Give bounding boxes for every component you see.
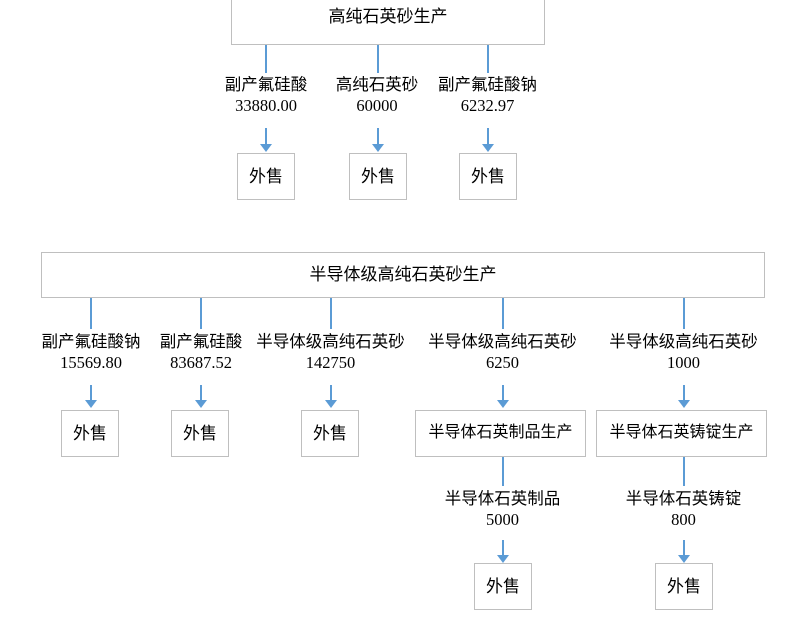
flow-name: 副产氟硅酸 bbox=[224, 75, 308, 94]
arrowhead-sub2 bbox=[678, 555, 690, 563]
arrowhead-s2-5 bbox=[678, 400, 690, 408]
flow-value: 6250 bbox=[486, 353, 519, 373]
flow-label-sub2-out: 半导体石英铸锭 800 bbox=[601, 488, 766, 530]
connector-s2-arrow5 bbox=[683, 385, 685, 401]
connector-s1-out2 bbox=[377, 45, 379, 73]
flow-value: 33880.00 bbox=[235, 96, 297, 116]
arrowhead-s1-1 bbox=[260, 144, 272, 152]
connector-s1-out3 bbox=[487, 45, 489, 73]
arrowhead-s2-2 bbox=[195, 400, 207, 408]
flow-label-s2-out1: 副产氟硅酸钠 15569.80 bbox=[20, 331, 162, 373]
connector-s1-out1 bbox=[265, 45, 267, 73]
endpoint-box-sell-s2-3[interactable]: 外售 bbox=[301, 410, 359, 457]
connector-s2-arrow1 bbox=[90, 385, 92, 401]
flow-label-s2-out3: 半导体级高纯石英砂 142750 bbox=[248, 331, 413, 373]
endpoint-box-sell-sub2[interactable]: 外售 bbox=[655, 563, 713, 610]
arrowhead-s1-3 bbox=[482, 144, 494, 152]
flow-value: 5000 bbox=[486, 510, 519, 530]
connector-sub1-arrow bbox=[502, 540, 504, 556]
flow-label-sub1-out: 半导体石英制品 5000 bbox=[420, 488, 585, 530]
flow-name: 高纯石英砂 bbox=[335, 75, 419, 94]
connector-sub2-arrow bbox=[683, 540, 685, 556]
arrowhead-sub1 bbox=[497, 555, 509, 563]
flow-name: 半导体级高纯石英砂 bbox=[256, 332, 405, 351]
endpoint-box-sell-s2-1[interactable]: 外售 bbox=[61, 410, 119, 457]
arrowhead-s2-1 bbox=[85, 400, 97, 408]
flow-name: 半导体石英制品 bbox=[444, 489, 561, 508]
connector-s2-out2 bbox=[200, 298, 202, 329]
endpoint-box-sell-s2-2[interactable]: 外售 bbox=[171, 410, 229, 457]
endpoint-box-sell-sub1[interactable]: 外售 bbox=[474, 563, 532, 610]
endpoint-box-sell-s1-3[interactable]: 外售 bbox=[459, 153, 517, 200]
connector-s2-arrow3 bbox=[330, 385, 332, 401]
flow-label-s1-out1: 副产氟硅酸 33880.00 bbox=[196, 74, 336, 116]
flow-label-s1-out2: 高纯石英砂 60000 bbox=[312, 74, 442, 116]
flow-label-s2-out5: 半导体级高纯石英砂 1000 bbox=[601, 331, 766, 373]
process-box-high-purity-quartz-sand[interactable]: 高纯石英砂生产 bbox=[231, 0, 545, 45]
connector-s2-arrow2 bbox=[200, 385, 202, 401]
connector-s1-arrow3 bbox=[487, 128, 489, 145]
flow-name: 半导体级高纯石英砂 bbox=[428, 332, 577, 351]
process-box-semiconductor-grade-high-purity-quartz-sand[interactable]: 半导体级高纯石英砂生产 bbox=[41, 252, 765, 298]
flow-value: 800 bbox=[671, 510, 696, 530]
flow-value: 60000 bbox=[356, 96, 398, 116]
flow-value: 15569.80 bbox=[60, 353, 122, 373]
flow-name: 副产氟硅酸钠 bbox=[438, 75, 537, 94]
connector-sub1-out bbox=[502, 457, 504, 486]
arrowhead-s2-4 bbox=[497, 400, 509, 408]
flow-name: 半导体级高纯石英砂 bbox=[609, 332, 758, 351]
endpoint-box-sell-s1-2[interactable]: 外售 bbox=[349, 153, 407, 200]
process-box-semiconductor-quartz-ingot[interactable]: 半导体石英铸锭生产 bbox=[596, 410, 767, 457]
connector-s2-out3 bbox=[330, 298, 332, 329]
connector-s2-out5 bbox=[683, 298, 685, 329]
flow-label-s2-out2: 副产氟硅酸 83687.52 bbox=[141, 331, 261, 373]
connector-s2-arrow4 bbox=[502, 385, 504, 401]
connector-s2-out1 bbox=[90, 298, 92, 329]
flow-label-s2-out4: 半导体级高纯石英砂 6250 bbox=[420, 331, 585, 373]
connector-sub2-out bbox=[683, 457, 685, 486]
process-box-semiconductor-quartz-products[interactable]: 半导体石英制品生产 bbox=[415, 410, 586, 457]
flow-value: 83687.52 bbox=[170, 353, 232, 373]
connector-s2-out4 bbox=[502, 298, 504, 329]
arrowhead-s2-3 bbox=[325, 400, 337, 408]
flow-value: 1000 bbox=[667, 353, 700, 373]
endpoint-box-sell-s1-1[interactable]: 外售 bbox=[237, 153, 295, 200]
flow-name: 副产氟硅酸 bbox=[159, 332, 243, 351]
flow-label-s1-out3: 副产氟硅酸钠 6232.97 bbox=[415, 74, 560, 116]
flow-value: 6232.97 bbox=[460, 96, 515, 116]
connector-s1-arrow1 bbox=[265, 128, 267, 145]
flow-value: 142750 bbox=[305, 353, 356, 373]
flow-name: 半导体石英铸锭 bbox=[625, 489, 742, 508]
arrowhead-s1-2 bbox=[372, 144, 384, 152]
connector-s1-arrow2 bbox=[377, 128, 379, 145]
flow-name: 副产氟硅酸钠 bbox=[41, 332, 141, 351]
